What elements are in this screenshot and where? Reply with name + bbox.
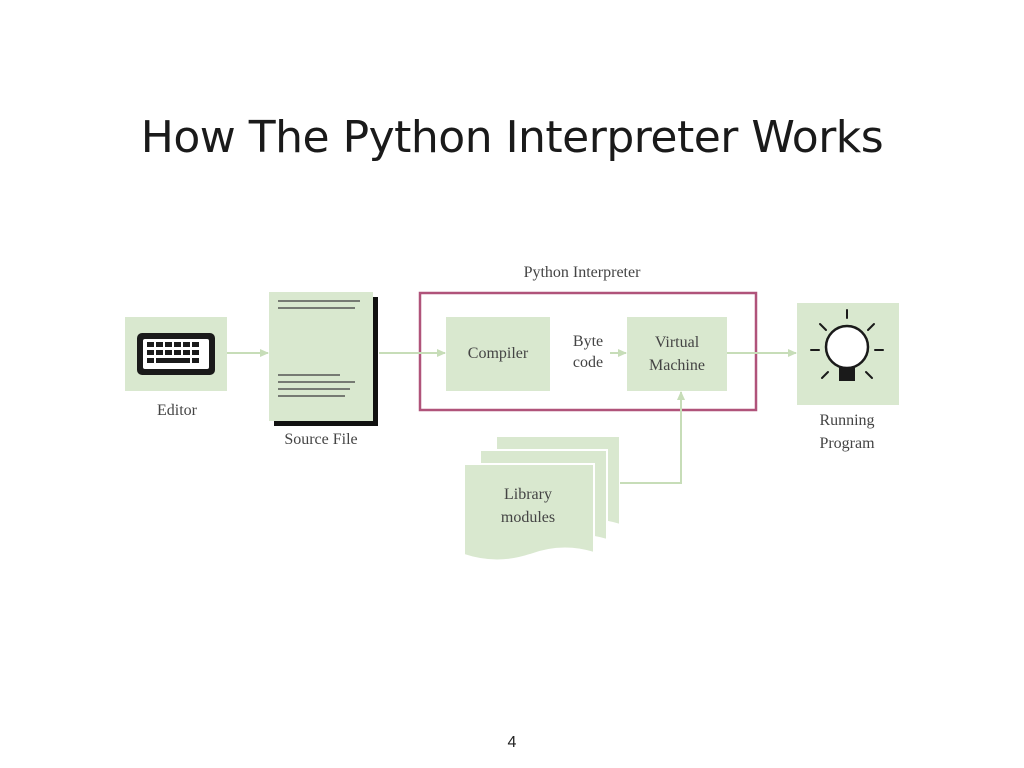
byte-code-label-line1: Byte	[573, 333, 603, 350]
source-file-label: Source File	[284, 431, 357, 448]
virtual-machine-node: Virtual Machine	[627, 317, 727, 391]
virtual-machine-label-line1: Virtual	[655, 334, 700, 351]
virtual-machine-box	[627, 317, 727, 391]
keyboard-icon	[137, 333, 215, 375]
virtual-machine-label-line2: Machine	[649, 357, 705, 374]
slide-title: How The Python Interpreter Works	[140, 112, 884, 163]
byte-code-label-line2: code	[573, 354, 603, 371]
interpreter-frame	[418, 291, 758, 412]
compiler-box	[446, 317, 550, 391]
arrow-library-to-vm	[620, 391, 685, 484]
source-file-node: Source File	[269, 292, 378, 448]
library-page-front	[463, 463, 595, 562]
running-program-label-line1: Running	[819, 412, 874, 429]
editor-node: Editor	[125, 317, 227, 419]
running-program-node: Running Program	[797, 303, 899, 452]
editor-label: Editor	[157, 402, 198, 419]
library-modules-label-line2: modules	[501, 509, 555, 526]
lightbulb-icon	[810, 309, 884, 381]
interpreter-label: Python Interpreter	[524, 264, 642, 281]
compiler-node: Compiler	[446, 317, 550, 391]
page-number: 4	[507, 734, 517, 751]
source-file-page	[269, 292, 373, 421]
library-modules-label-line1: Library	[504, 486, 552, 503]
library-modules-node: Library modules	[463, 435, 621, 562]
compiler-label: Compiler	[468, 345, 529, 362]
running-program-label-line2: Program	[819, 435, 875, 452]
